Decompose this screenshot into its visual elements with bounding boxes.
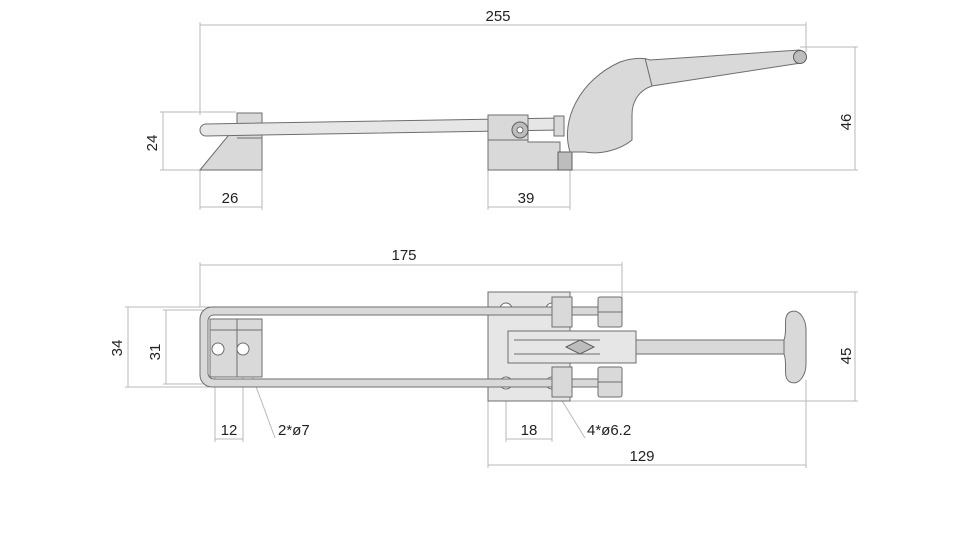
handle-knob-side [793,50,807,64]
dim-inner-width: 31 [147,309,210,385]
catch-hole-2 [236,342,250,356]
dim-catch-height: 24 [144,111,236,171]
latch-rod-side [199,117,561,137]
dim-total-length: 255 [199,8,807,115]
dim-height: 46 [570,46,858,171]
base-hook [557,151,573,171]
top-view: 175 34 31 12 2*ø7 [109,247,858,468]
dim-base-width: 39 [487,170,571,210]
nut-top-1 [551,296,573,328]
dim-catch-width: 26 [199,170,263,210]
side-view: 255 46 24 26 39 [144,8,858,210]
dim-base-width-label: 39 [518,190,535,207]
nut-side-1 [553,115,565,137]
dim-base-hole-spacing-label: 18 [521,422,538,439]
latch-loop-top [199,306,623,388]
dim-total-length-label: 255 [485,8,510,25]
dim-total-width-label: 45 [838,348,855,365]
dim-outer-width-label: 34 [109,340,126,357]
dim-base-length-label: 129 [629,448,654,465]
dim-base-length: 129 [487,380,807,468]
dim-total-width: 45 [568,291,858,402]
handle-lever-side [566,49,806,154]
note-catch-holes-label: 2*ø7 [278,422,310,439]
t-handle-top [783,310,807,384]
catch-hole-1 [211,342,225,356]
catch-plate-side [198,112,263,171]
note-base-holes-label: 4*ø6.2 [587,422,631,439]
dim-loop-length-label: 175 [391,247,416,264]
dim-catch-width-label: 26 [222,190,239,207]
dim-catch-hole-spacing-label: 12 [221,422,238,439]
dim-height-label: 46 [838,114,855,131]
dim-loop-length: 175 [199,247,623,307]
dim-inner-width-label: 31 [147,344,164,361]
nut-top-3 [551,366,573,398]
handle-shaft-top [635,339,787,355]
dim-outer-width: 34 [109,306,210,388]
dim-catch-height-label: 24 [144,135,161,152]
